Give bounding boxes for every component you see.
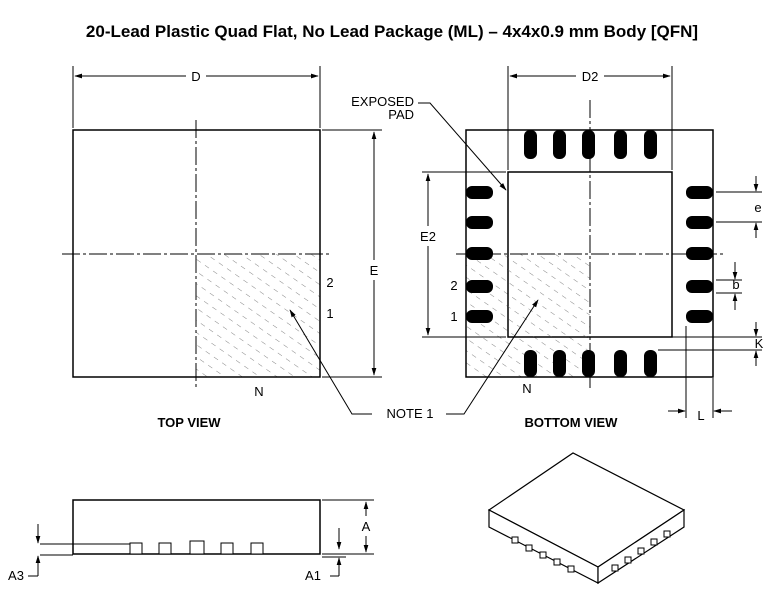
- lead-pad: [644, 350, 657, 377]
- dimension-e2: E2: [420, 171, 506, 338]
- exposed-pad-label-line1: EXPOSED: [351, 94, 414, 109]
- bottom-pin-1-label: 1: [450, 309, 457, 324]
- lead-pad: [686, 310, 713, 323]
- exposed-pad-callout: EXPOSED PAD: [351, 94, 507, 191]
- iso-right-leads: [611, 530, 671, 572]
- dimension-k-label: K: [755, 336, 764, 351]
- lead-pad: [466, 310, 493, 323]
- top-view-caption: TOP VIEW: [157, 415, 221, 430]
- dimension-l: L: [668, 326, 732, 423]
- dimension-k: K: [658, 322, 764, 366]
- dimension-a1-label: A1: [305, 568, 321, 583]
- lead-pad: [524, 130, 537, 159]
- dimension-e-pitch: e: [716, 176, 762, 238]
- side-lead: [250, 542, 264, 555]
- dimension-a3: A3: [8, 524, 41, 583]
- iso-lead: [650, 538, 658, 546]
- iso-lead: [553, 558, 561, 566]
- iso-lead: [539, 551, 547, 559]
- iso-right-face: [597, 508, 685, 585]
- exposed-pad-label-line2: PAD: [388, 107, 414, 122]
- dimension-a1: A1: [305, 528, 346, 583]
- dimension-pitch-label: e: [754, 200, 761, 215]
- bottom-pin-n-label: N: [522, 381, 531, 396]
- lead-pad: [524, 350, 537, 377]
- dimension-e-label: E: [370, 263, 379, 278]
- left-lead-column: [466, 186, 493, 323]
- lead-pad: [686, 247, 713, 260]
- iso-lead: [624, 556, 632, 564]
- dimension-a-label: A: [362, 519, 371, 534]
- iso-lead: [663, 530, 671, 538]
- dimension-d-label: D: [191, 69, 200, 84]
- side-view: A3 A A1: [8, 499, 374, 583]
- lead-pad: [614, 130, 627, 159]
- dimension-b: b: [716, 262, 742, 310]
- top-view-hatched-quadrant: [196, 254, 320, 377]
- dimension-e: E: [322, 129, 382, 378]
- lead-pad: [466, 216, 493, 229]
- side-lead: [220, 542, 234, 555]
- side-lead: [189, 540, 205, 555]
- lead-pad: [553, 130, 566, 159]
- bottom-lead-row: [524, 350, 657, 377]
- dimension-l-label: L: [697, 408, 704, 423]
- top-pin-2-label: 2: [326, 275, 333, 290]
- side-lead: [158, 542, 172, 555]
- lead-pad: [582, 130, 595, 159]
- iso-lead: [525, 544, 533, 552]
- dimension-b-label: b: [732, 277, 739, 292]
- side-lead: [129, 542, 143, 555]
- dimension-d: D: [72, 66, 321, 128]
- note-1-callout: NOTE 1: [289, 299, 539, 421]
- lead-pad: [686, 186, 713, 199]
- dimension-d2: D2: [507, 66, 673, 170]
- bottom-view-caption: BOTTOM VIEW: [525, 415, 619, 430]
- isometric-view: [487, 452, 686, 585]
- lead-pad: [686, 216, 713, 229]
- lead-pad: [466, 186, 493, 199]
- lead-pad: [644, 130, 657, 159]
- iso-lead: [637, 547, 645, 555]
- lead-pad: [466, 280, 493, 293]
- right-lead-column: [686, 186, 713, 323]
- exposed-pad-hatch: [508, 254, 590, 337]
- lead-pad: [466, 247, 493, 260]
- dimension-d2-label: D2: [582, 69, 599, 84]
- top-lead-row: [524, 130, 657, 159]
- iso-lead: [611, 564, 619, 572]
- bottom-view: D2 E2 EXPOSED PAD e: [351, 66, 764, 430]
- top-pin-n-label: N: [254, 384, 263, 399]
- top-view: D E 2 1 N TOP VIEW: [62, 66, 382, 430]
- iso-lead: [511, 536, 519, 544]
- page-title: 20-Lead Plastic Quad Flat, No Lead Packa…: [86, 22, 698, 41]
- iso-top-face: [487, 452, 686, 568]
- note-1-label: NOTE 1: [387, 406, 434, 421]
- dimension-a3-label: A3: [8, 568, 24, 583]
- bottom-pin-2-label: 2: [450, 278, 457, 293]
- lead-pad: [614, 350, 627, 377]
- iso-lead: [567, 565, 575, 573]
- iso-left-leads: [511, 536, 575, 573]
- lead-pad: [686, 280, 713, 293]
- lead-pad: [582, 350, 595, 377]
- top-pin-1-label: 1: [326, 306, 333, 321]
- dimension-e2-label: E2: [420, 229, 436, 244]
- dimension-a: A: [322, 499, 374, 555]
- lead-pad: [553, 350, 566, 377]
